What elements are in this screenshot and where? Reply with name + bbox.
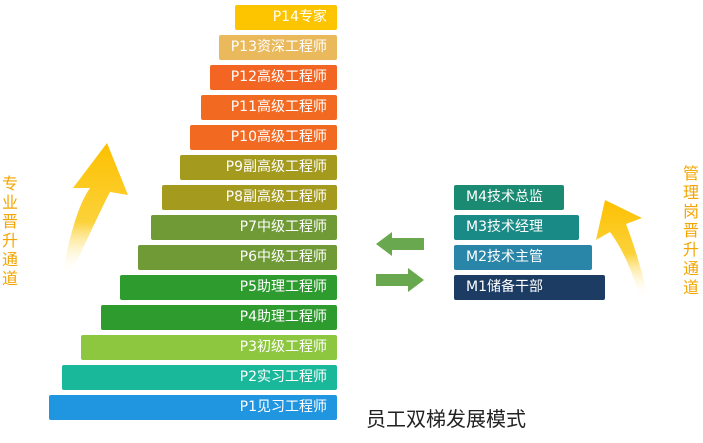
level-p7: P7中级工程师 [151,215,337,240]
left-arrow-icon [376,232,424,256]
level-p3: P3初级工程师 [81,335,337,360]
level-p4: P4助理工程师 [101,305,337,330]
level-p1: P1见习工程师 [49,395,337,420]
right-channel-label: 管理岗晋升通道 [682,164,699,297]
level-p8: P8副高级工程师 [162,185,337,210]
level-p6: P6中级工程师 [138,245,337,270]
up-curved-arrow-right-icon [596,200,648,298]
level-m4: M4技术总监 [454,185,564,210]
right-arrow-icon [376,268,424,292]
left-channel-label: 专业晋升通道 [1,174,18,288]
level-p2: P2实习工程师 [62,365,337,390]
level-m3: M3技术经理 [454,215,579,240]
up-curved-arrow-left-icon [62,143,128,275]
level-p5: P5助理工程师 [120,275,337,300]
level-m2: M2技术主管 [454,245,592,270]
level-p9: P9副高级工程师 [180,155,337,180]
level-p10: P10高级工程师 [190,125,337,150]
level-p12: P12高级工程师 [210,65,337,90]
level-p14: P14专家 [235,5,337,30]
level-m1: M1储备干部 [454,275,605,300]
diagram-title: 员工双梯发展模式 [366,407,526,431]
level-p13: P13资深工程师 [219,35,337,60]
level-p11: P11高级工程师 [201,95,337,120]
